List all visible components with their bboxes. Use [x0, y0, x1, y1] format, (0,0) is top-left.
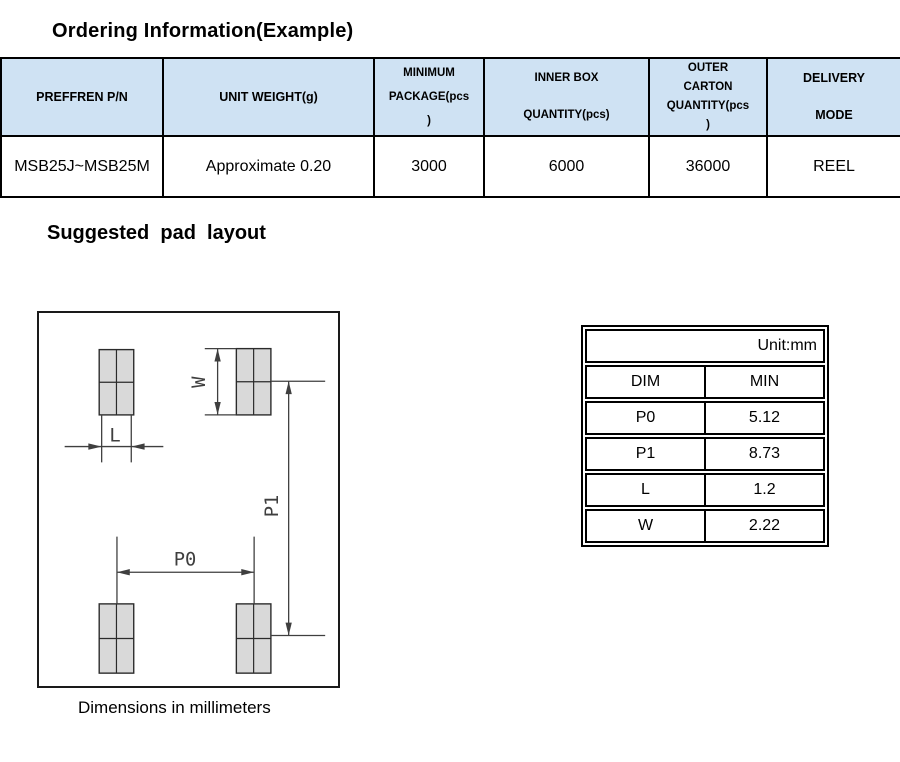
dim-min-table: Unit:mm DIM MIN P0 5.12 P1 8.73 L 1.2 W … — [581, 325, 829, 547]
header-unit-weight: UNIT WEIGHT(g) — [162, 57, 375, 137]
dim-label-p1: P1 — [262, 495, 283, 518]
header-outer-carton-quantity: OUTER CARTON QUANTITY(pcs ) — [648, 57, 768, 137]
dim-label-w: W — [189, 376, 210, 388]
pad-layout-svg: L W P1 P0 — [64, 347, 326, 674]
pad-top-right — [235, 347, 272, 416]
dim-value: 1.2 — [753, 481, 776, 498]
min-column-header: MIN — [749, 373, 780, 390]
dim-name: L — [587, 475, 706, 505]
header-minimum-package: MINIMUM PACKAGE(pcs ) — [373, 57, 485, 137]
dimension-l: L — [64, 414, 164, 463]
dim-name: P0 — [587, 403, 706, 433]
ordering-table: PREFFREN P/N UNIT WEIGHT(g) MINIMUM PACK… — [0, 57, 900, 198]
pad-top-left — [98, 348, 135, 416]
dim-column-header: DIM — [587, 367, 706, 397]
dim-value: 5.12 — [748, 409, 781, 426]
dim-name: P1 — [587, 439, 706, 469]
table-row-p1: P1 8.73 — [585, 437, 825, 471]
table-row-p0: P0 5.12 — [585, 401, 825, 435]
cell-unit-weight: Approximate 0.20 — [162, 135, 375, 198]
ordering-table-data-row: MSB25J~MSB25M Approximate 0.20 3000 6000… — [0, 135, 900, 198]
cell-outer-carton-quantity: 36000 — [648, 135, 768, 198]
dimension-p1: P1 — [262, 380, 326, 637]
drawing-caption: Dimensions in millimeters — [78, 698, 271, 717]
pad-bottom-left — [98, 603, 135, 674]
pad-bottom-right — [235, 603, 272, 674]
ordering-table-header-row: PREFFREN P/N UNIT WEIGHT(g) MINIMUM PACK… — [0, 57, 900, 137]
pad-layout-drawing: L W P1 P0 — [37, 311, 340, 688]
dim-value: 2.22 — [748, 517, 781, 534]
cell-inner-box-quantity: 6000 — [483, 135, 650, 198]
table-row-l: L 1.2 — [585, 473, 825, 507]
dim-name: W — [587, 511, 706, 541]
dimension-w: W — [189, 347, 237, 416]
dim-label-l: L — [109, 426, 120, 447]
table-row-w: W 2.22 — [585, 509, 825, 543]
unit-row: Unit:mm — [585, 329, 825, 363]
dim-value: 8.73 — [748, 445, 781, 462]
unit-label: Unit:mm — [757, 337, 817, 354]
dim-table-header-row: DIM MIN — [585, 365, 825, 399]
cell-minimum-package: 3000 — [373, 135, 485, 198]
pad-layout-heading: Suggested pad layout — [47, 222, 266, 244]
cell-delivery-mode: REEL — [766, 135, 900, 198]
header-preffren-pn: PREFFREN P/N — [0, 57, 164, 137]
header-delivery-mode: DELIVERY MODE — [766, 57, 900, 137]
dim-label-p0: P0 — [174, 549, 197, 570]
dimension-p0: P0 — [116, 536, 255, 604]
header-inner-box-quantity: INNER BOX QUANTITY(pcs) — [483, 57, 650, 137]
ordering-information-heading: Ordering Information(Example) — [52, 20, 354, 42]
cell-part-number: MSB25J~MSB25M — [0, 135, 164, 198]
